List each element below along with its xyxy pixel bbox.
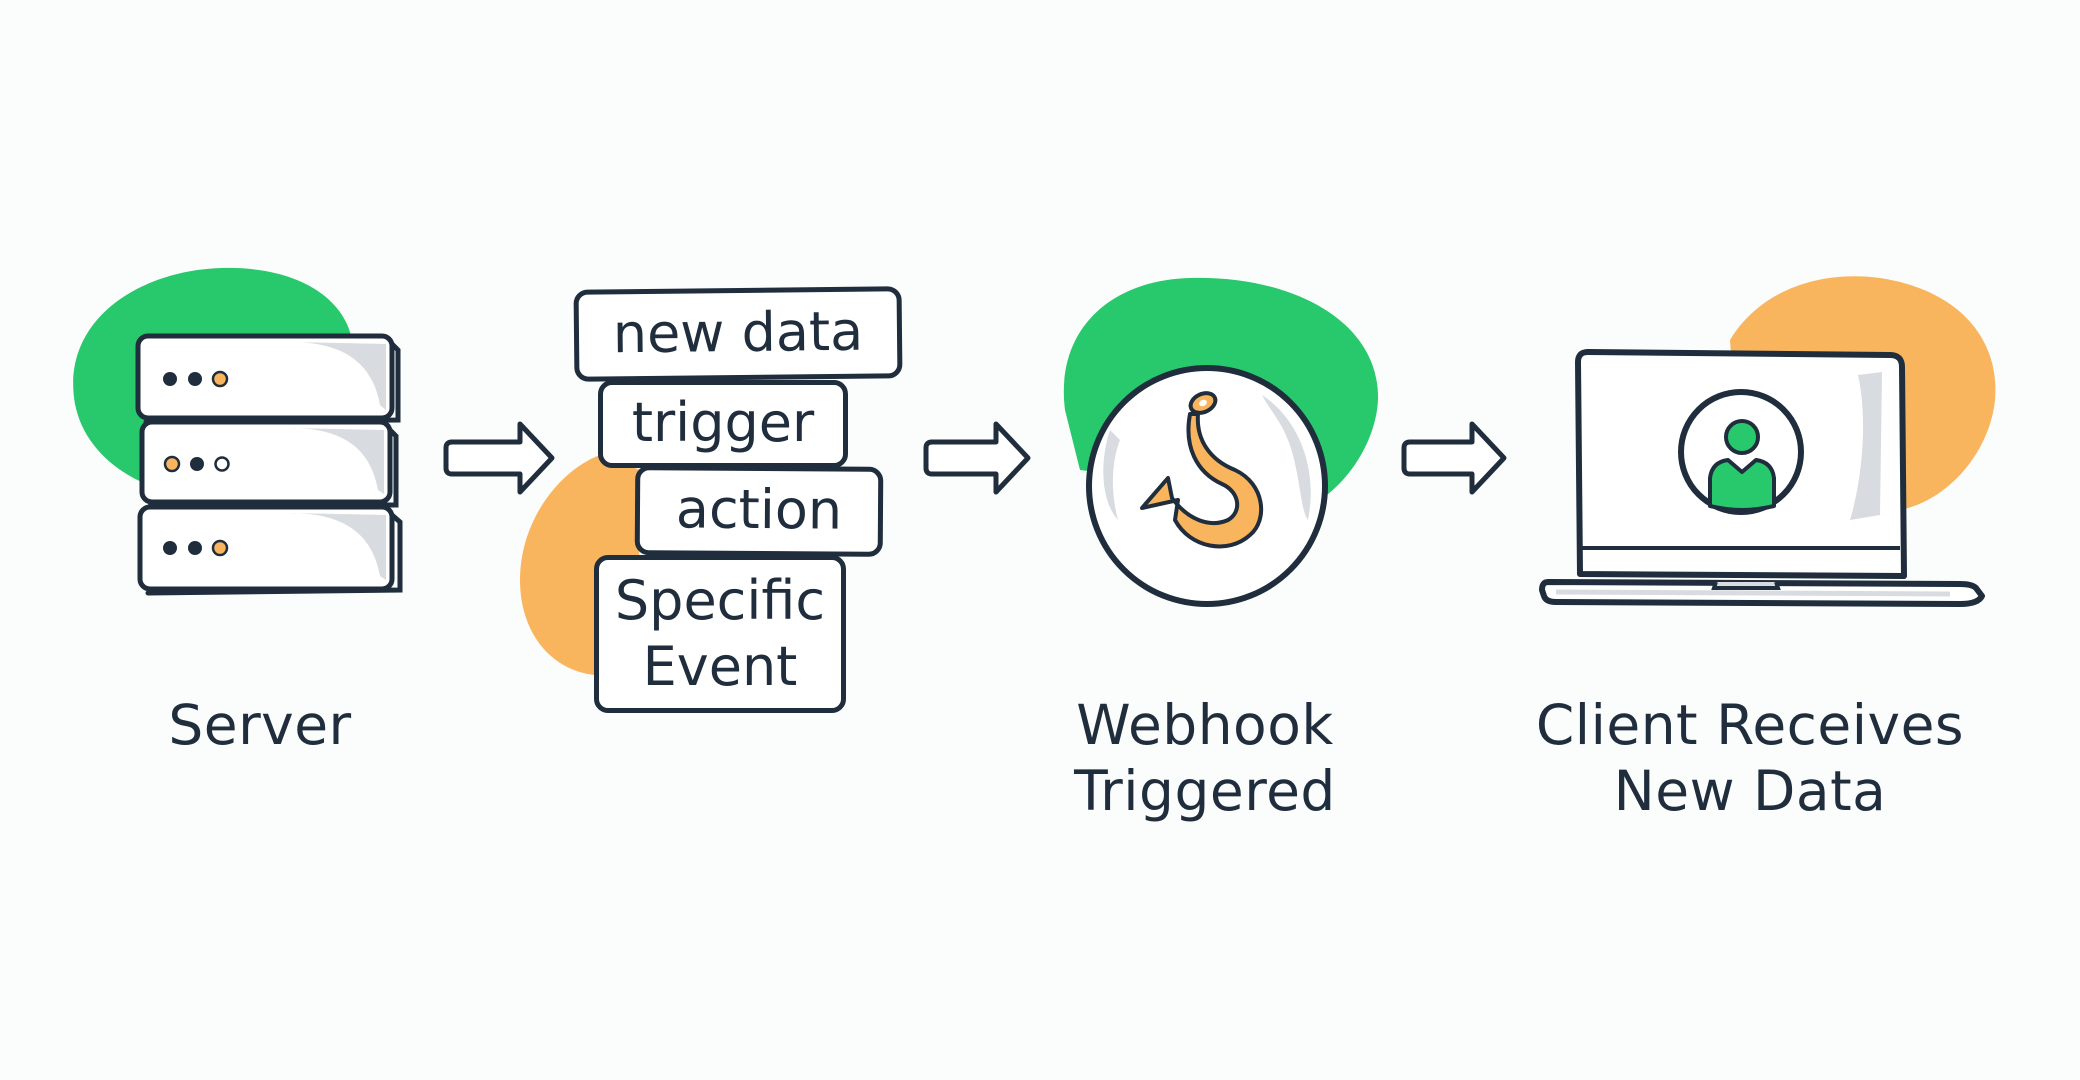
server-label-text: Server	[168, 693, 352, 757]
client-label-line1: Client Receives	[1535, 693, 1965, 757]
tag-specific-event-line1: Specific	[614, 569, 826, 632]
client-label-line2: New Data	[1613, 759, 1887, 823]
tag-new-data: new data	[573, 286, 903, 382]
webhook-label: Webhook Triggered	[1040, 692, 1370, 824]
webhook-step	[1063, 277, 1379, 607]
fishing-hook-icon	[1140, 391, 1264, 549]
webhook-label-line2: Triggered	[1074, 759, 1336, 823]
arrow-right-icon	[443, 421, 555, 495]
laptop-user-icon	[1539, 349, 1985, 607]
tag-trigger: trigger	[598, 380, 848, 468]
tag-specific-event: Specific Event	[594, 555, 846, 713]
arrow-right-icon	[923, 421, 1031, 495]
tag-specific-event-line2: Event	[642, 635, 798, 698]
tag-action: action	[634, 465, 884, 557]
client-step	[1539, 276, 1996, 607]
client-label: Client Receives New Data	[1520, 692, 1980, 824]
tag-new-data-text: new data	[612, 299, 864, 366]
tag-action-text: action	[675, 477, 843, 542]
tag-trigger-text: trigger	[631, 391, 815, 454]
arrow-right-icon	[1401, 421, 1507, 495]
server-label: Server	[120, 692, 400, 758]
server-step	[73, 267, 403, 596]
webhook-circle	[1086, 365, 1328, 607]
webhook-label-line1: Webhook	[1076, 693, 1334, 757]
server-rack-icon	[135, 333, 403, 596]
